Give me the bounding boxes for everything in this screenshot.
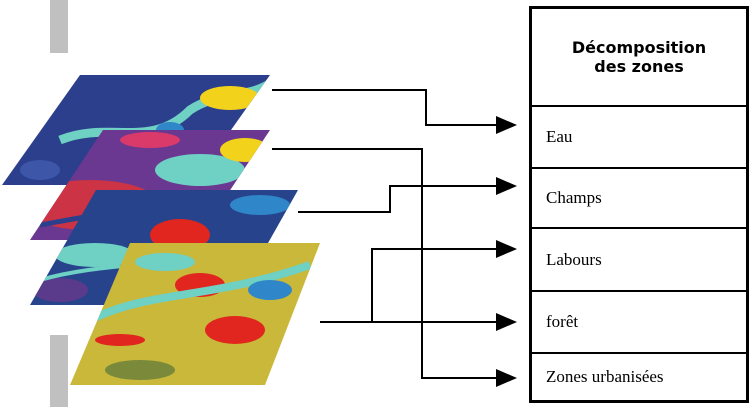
legend-item-eau: Eau bbox=[532, 107, 746, 169]
legend-table: Décomposition des zones Eau Champs Labou… bbox=[529, 6, 749, 403]
decorative-bar-bottom bbox=[50, 335, 68, 407]
legend-title: Décomposition des zones bbox=[532, 9, 746, 107]
connector-layer1-eau bbox=[272, 89, 496, 126]
arrowhead-zones-urbanisees bbox=[496, 369, 517, 387]
connector-layer4-labours bbox=[320, 248, 496, 323]
connector-layer2-zones-urbanisees bbox=[272, 148, 496, 379]
legend-item-champs: Champs bbox=[532, 169, 746, 229]
legend-item-labours: Labours bbox=[532, 229, 746, 292]
legend-item-zones-urbanisees: Zones urbanisées bbox=[546, 367, 664, 386]
connector-lines bbox=[272, 89, 496, 379]
arrowheads bbox=[496, 116, 517, 387]
arrowhead-eau bbox=[496, 116, 517, 134]
arrowhead-labours bbox=[496, 240, 517, 258]
arrowhead-foret bbox=[496, 313, 517, 331]
connector-layer3-champs bbox=[298, 185, 496, 213]
arrowhead-champs bbox=[496, 177, 517, 195]
legend-item-foret: forêt bbox=[532, 292, 746, 354]
decorative-bar-top bbox=[50, 0, 68, 53]
